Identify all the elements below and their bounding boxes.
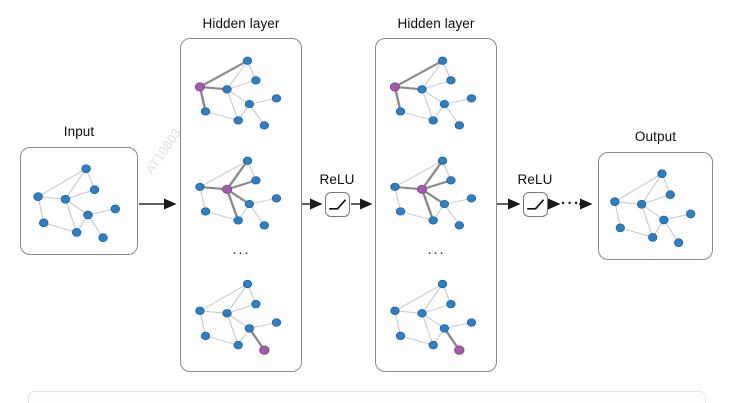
hidden2-graph-bottom xyxy=(390,279,477,355)
hidden1-ellipsis: ··· xyxy=(232,244,250,261)
hidden1-graph-bottom xyxy=(195,279,282,355)
hidden2-graph-middle xyxy=(390,156,477,230)
relu-function-icon xyxy=(329,199,346,210)
output-box xyxy=(598,152,713,260)
relu-function-icon xyxy=(527,199,544,210)
relu2-label: ReLU xyxy=(517,172,553,187)
hidden-layer-1-label: Hidden layer xyxy=(202,16,280,31)
output-graph xyxy=(610,169,696,248)
hidden-layer-2-box: ··· xyxy=(375,38,497,372)
relu1-box xyxy=(325,192,350,217)
input-graph xyxy=(33,164,120,243)
hidden1-graph-top xyxy=(194,56,282,130)
relu1-label: ReLU xyxy=(319,172,355,187)
relu2-box xyxy=(523,192,548,217)
hidden-layer-2-label: Hidden layer xyxy=(397,16,475,31)
chain-ellipsis: ··· xyxy=(561,195,581,212)
input-label: Input xyxy=(63,124,95,139)
bottom-panel-edge xyxy=(28,391,706,403)
hidden-layer-1-box: ··· xyxy=(180,38,302,372)
hidden1-graph-middle xyxy=(195,156,282,230)
hidden2-graph-top xyxy=(389,56,477,130)
hidden2-ellipsis: ··· xyxy=(427,244,445,261)
input-box xyxy=(20,147,138,255)
output-label: Output xyxy=(634,129,677,144)
